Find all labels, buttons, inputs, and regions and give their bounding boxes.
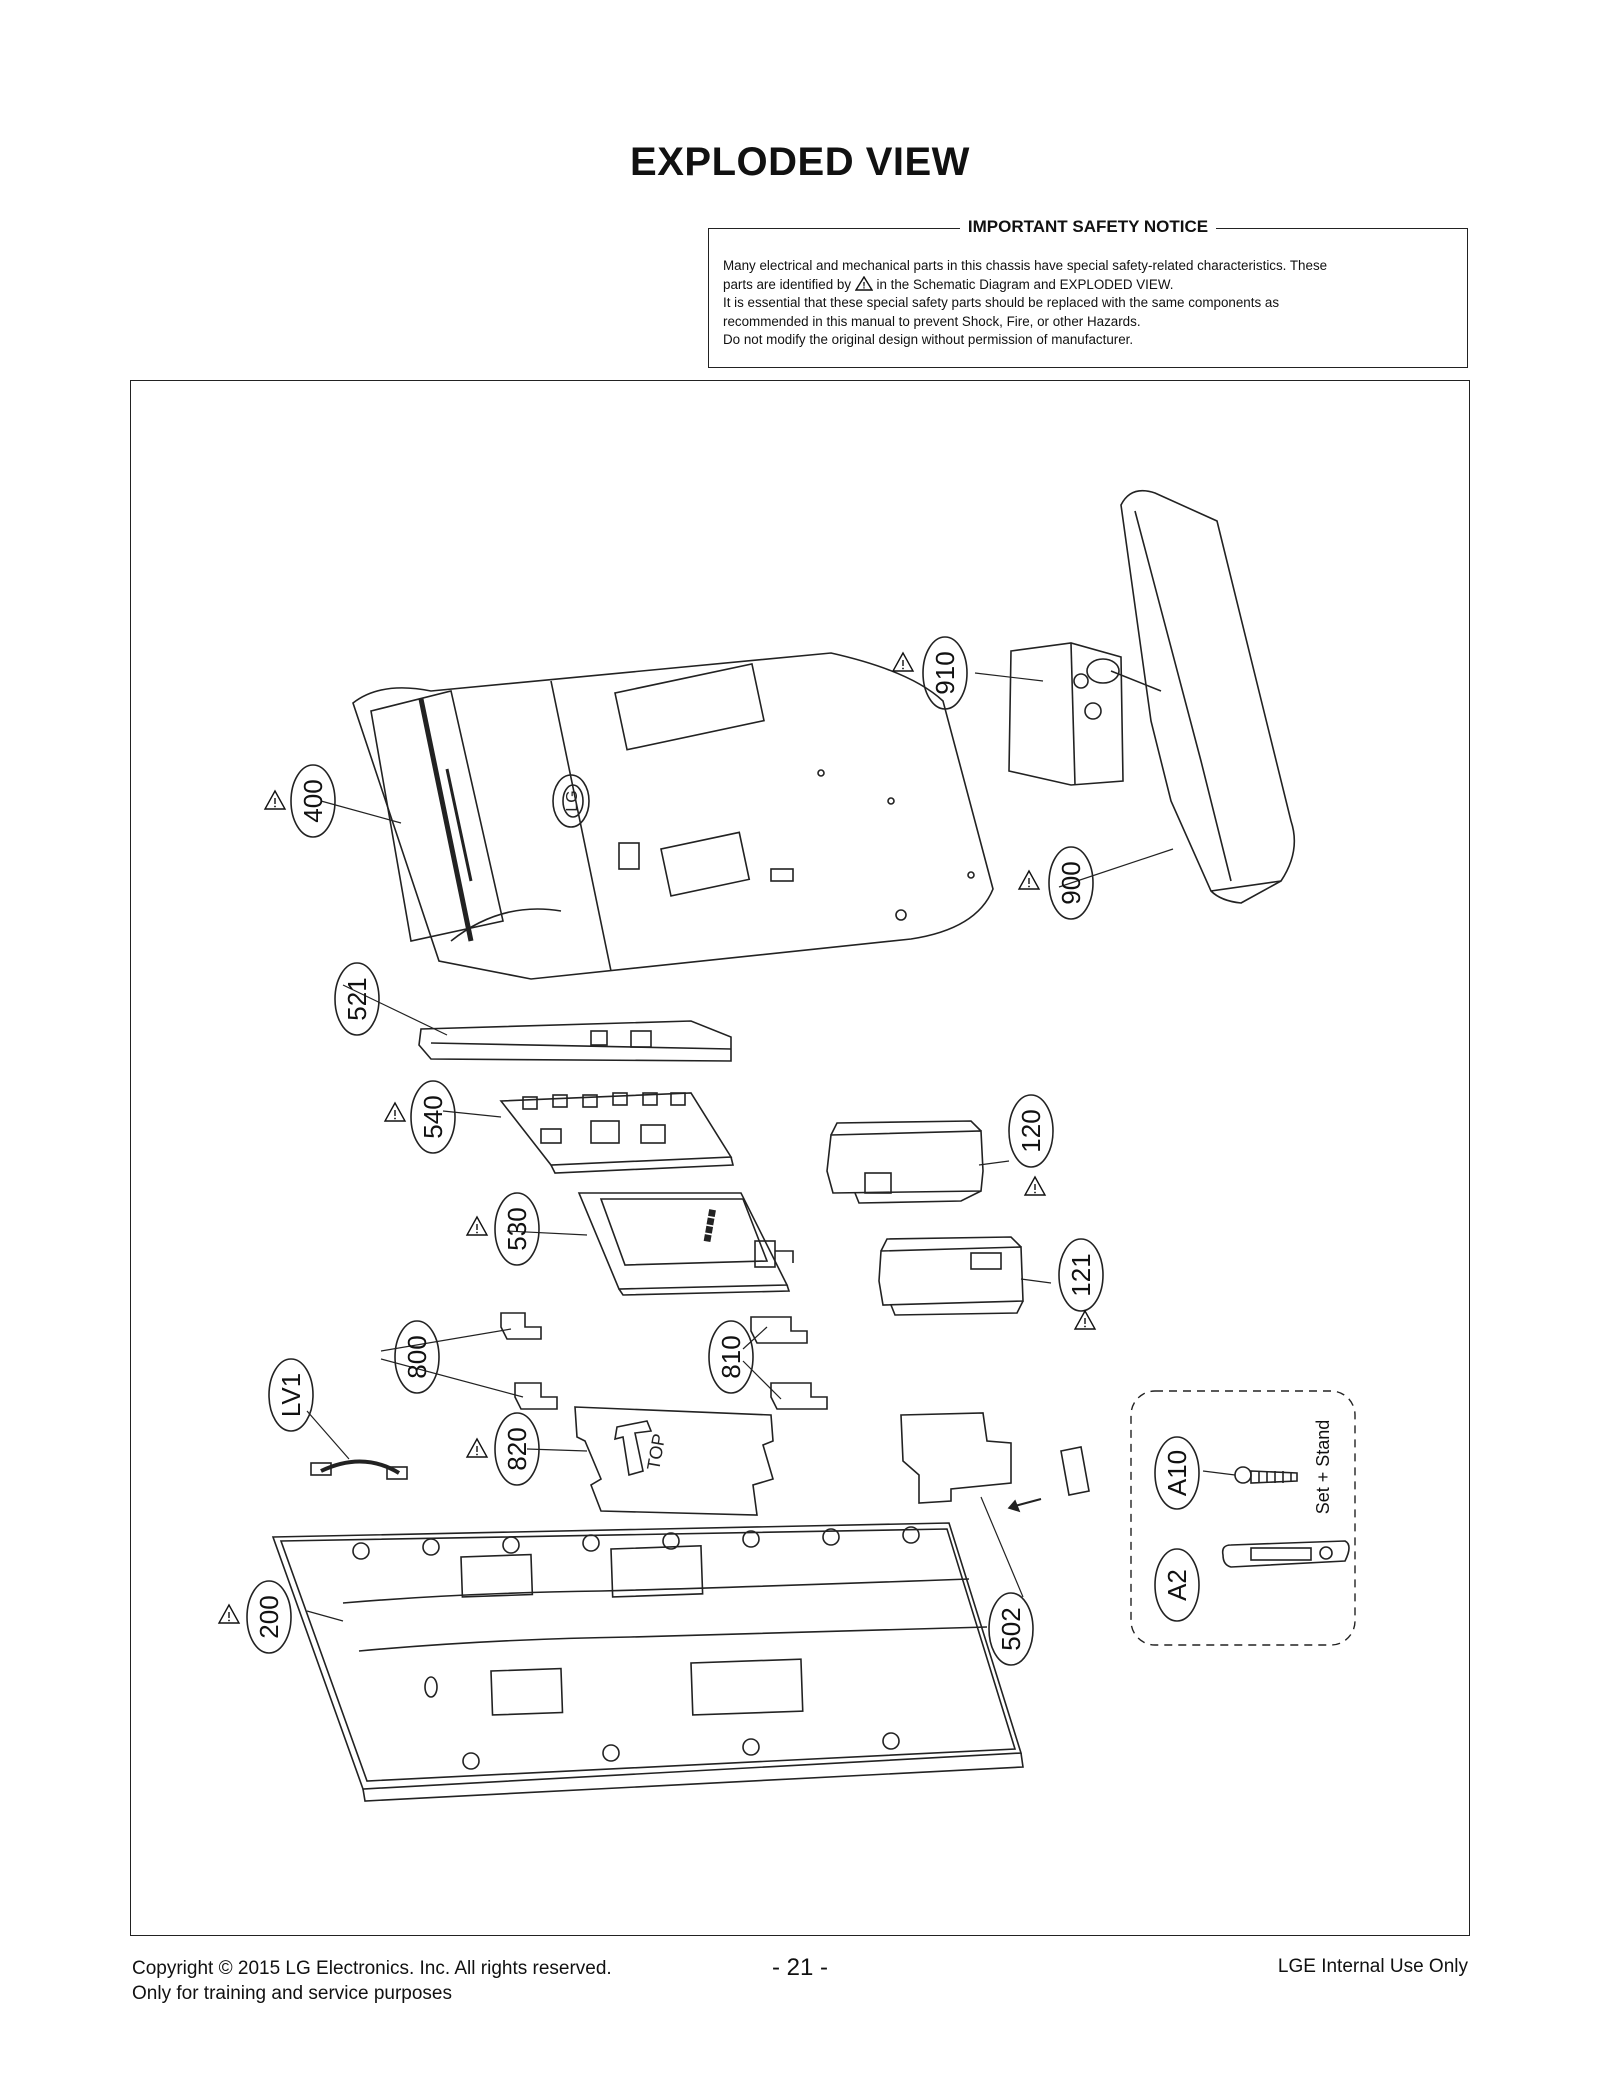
screw-a10-drawing <box>1234 1466 1298 1484</box>
svg-text:■■■■: ■■■■ <box>698 1207 720 1243</box>
warning-triangle-icon <box>1018 870 1040 890</box>
footer-internal-use: LGE Internal Use Only <box>1277 1956 1468 1977</box>
bracket-502-drawing <box>900 1412 1090 1513</box>
part-label-810: 810 <box>716 1335 746 1378</box>
module-panel-200-drawing <box>271 1522 1024 1802</box>
warning-triangle-icon <box>466 1216 488 1236</box>
warning-triangle-icon <box>384 1102 406 1122</box>
part-label-900: 900 <box>1056 861 1086 904</box>
part-label-521: 521 <box>342 977 372 1020</box>
part-label-200: 200 <box>254 1595 284 1638</box>
part-label-120: 120 <box>1016 1109 1046 1152</box>
back-cover-drawing: LG <box>352 652 994 980</box>
notice-line-3: It is essential that these special safet… <box>723 295 1280 310</box>
safety-notice-box: IMPORTANT SAFETY NOTICE Many electrical … <box>708 217 1468 368</box>
part-label-502: 502 <box>996 1607 1026 1650</box>
warning-triangle-icon <box>264 790 286 810</box>
svg-text:TOP: TOP <box>643 1432 669 1472</box>
warning-triangle-icon <box>1074 1310 1096 1330</box>
safety-notice-text: Many electrical and mechanical parts in … <box>723 257 1453 350</box>
svg-text:LG: LG <box>564 790 581 811</box>
part-label-530: 530 <box>502 1207 532 1250</box>
power-board-530-drawing: ■■■■ <box>577 1192 794 1296</box>
leader-lines <box>306 672 1236 1622</box>
footer-copyright: Copyright © 2015 LG Electronics. Inc. Al… <box>132 1958 612 2004</box>
exploded-view-diagram: LG <box>130 380 1470 1936</box>
part-label-lv1: LV1 <box>276 1373 306 1417</box>
notice-line-4: recommended in this manual to prevent Sh… <box>723 313 1141 329</box>
brackets-800-810-drawing <box>500 1312 828 1410</box>
notice-line-1: Many electrical and mechanical parts in … <box>723 258 1328 273</box>
exploded-view-drawing: LG <box>218 489 1356 1802</box>
part-label-540: 540 <box>418 1095 448 1138</box>
accessory-box <box>1130 1390 1356 1646</box>
remote-a2-drawing <box>1221 1540 1350 1568</box>
part-label-820: 820 <box>502 1427 532 1470</box>
accessory-box-label: Set + Stand <box>1313 1420 1333 1515</box>
warning-triangle-icon: ! <box>854 275 873 291</box>
part-label-a2: A2 <box>1162 1569 1192 1601</box>
part-label-910: 910 <box>930 651 960 694</box>
cable-lv1-drawing <box>310 1459 408 1480</box>
page-title: EXPLODED VIEW <box>630 140 970 184</box>
stand-drawing <box>1008 489 1296 904</box>
page-number: - 21 - <box>771 1954 828 1981</box>
speakers-120-121-drawing <box>826 1120 1024 1316</box>
part-label-a10: A10 <box>1162 1450 1192 1496</box>
sheet-820-drawing: TOP <box>574 1406 774 1516</box>
warning-triangle-icons <box>218 652 1096 1624</box>
part-label-800: 800 <box>402 1335 432 1378</box>
notice-line-2: parts are identified by ! in the Schemat… <box>723 275 1174 292</box>
warning-triangle-icon <box>1024 1176 1046 1196</box>
part-label-121: 121 <box>1066 1253 1096 1296</box>
warning-triangle-icon <box>892 652 914 672</box>
warning-triangle-icon <box>466 1438 488 1458</box>
notice-line-5: Do not modify the original design withou… <box>723 332 1134 347</box>
part-label-400: 400 <box>298 779 328 822</box>
bracket-521-drawing <box>418 1020 732 1062</box>
svg-text:!: ! <box>862 280 865 290</box>
main-board-540-drawing <box>499 1092 735 1174</box>
warning-triangle-icon <box>218 1604 240 1624</box>
safety-notice-heading: IMPORTANT SAFETY NOTICE <box>959 217 1217 236</box>
